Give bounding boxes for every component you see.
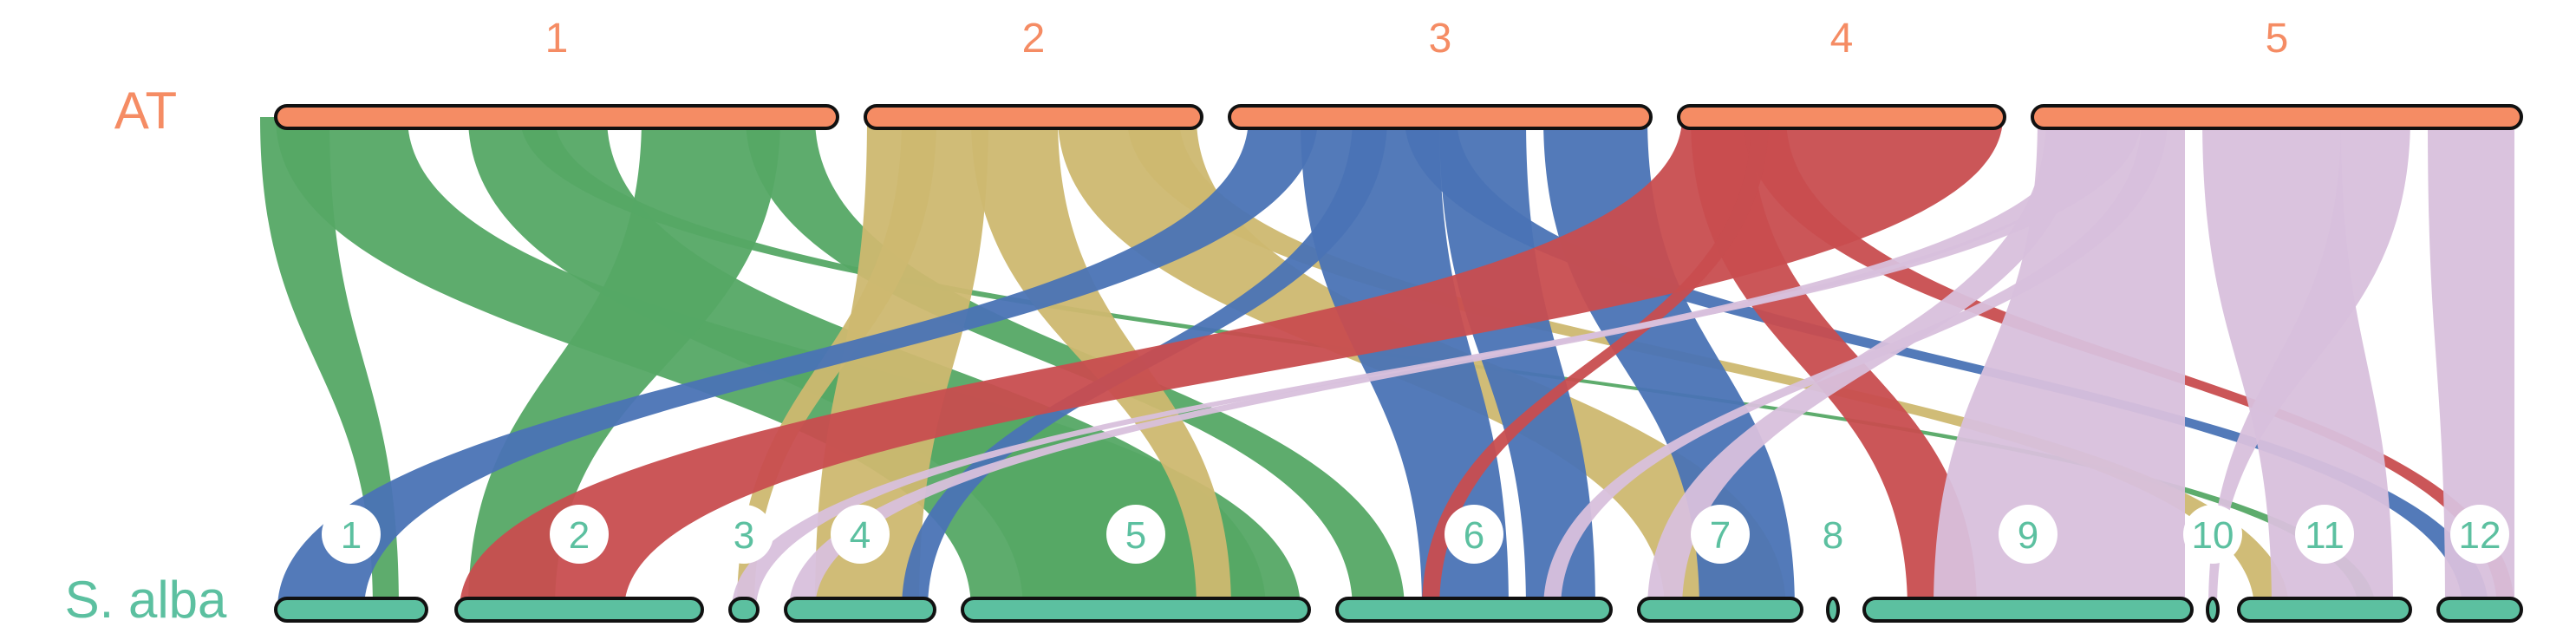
bottom-chromosome-2 (454, 597, 704, 623)
bottom-chromosome-label: 8 (1823, 514, 1843, 557)
bottom-chromosome-badge (2295, 505, 2354, 564)
bottom-chromosome-label: 1 (341, 514, 362, 557)
synteny-ribbon (277, 117, 1318, 610)
synteny-ribbon (1405, 117, 2488, 610)
synteny-ribbon (468, 117, 780, 610)
top-chromosome-label: 1 (545, 16, 569, 62)
synteny-ribbon (1422, 117, 1769, 610)
synteny-ribbon (815, 117, 988, 610)
bottom-chromosome-9 (1862, 597, 2194, 623)
top-chromosome-label: 3 (1429, 16, 1452, 62)
synteny-ribbon (789, 117, 2116, 610)
bottom-chromosome-badge (1803, 505, 1862, 564)
top-chromosome-labels: 1 2 3 4 5 (545, 16, 2289, 62)
synteny-ribbon (1301, 117, 1509, 610)
top-chromosome-label: 4 (1830, 16, 1854, 62)
bottom-chromosome-6 (1335, 597, 1613, 623)
top-chromosome-3 (1228, 104, 1653, 130)
bottom-chromosome-badge (714, 505, 773, 564)
bottom-chromosome-badge (2450, 505, 2509, 564)
bottom-chromosome-12 (2436, 597, 2523, 623)
synteny-ribbon (460, 117, 2003, 610)
bottom-chromosome-badge (322, 505, 381, 564)
top-chromosome-1 (274, 104, 839, 130)
bottom-genome-label: S. alba (65, 571, 227, 629)
bottom-chromosome-badge (550, 505, 609, 564)
top-genome-label: AT (114, 82, 177, 140)
bottom-chromosome-label: 11 (2305, 514, 2344, 557)
bottom-chromosome-label: 6 (1464, 514, 1484, 557)
bottom-chromosome-1 (274, 597, 428, 623)
bottom-chromosome-label: 5 (1125, 514, 1146, 557)
bottom-chromosome-label: 3 (734, 514, 754, 557)
top-chromosome-2 (864, 104, 1203, 130)
bottom-chromosome-badge (831, 505, 890, 564)
bottom-chromosome-badge (2183, 505, 2242, 564)
bottom-chromosome-10 (2206, 597, 2220, 623)
bottom-chromosome-label: 2 (569, 514, 590, 557)
bottom-chromosome-4 (784, 597, 936, 623)
bottom-chromosome-label: 7 (1710, 514, 1731, 557)
top-genome-chromosomes (274, 104, 2523, 130)
bottom-chromosome-3 (728, 597, 760, 623)
bottom-chromosome-badge (1106, 505, 1165, 564)
synteny-ribbons (260, 117, 2514, 610)
synteny-ribbon (732, 117, 2142, 610)
bottom-chromosome-11 (2237, 597, 2412, 623)
top-chromosome-4 (1677, 104, 2006, 130)
bottom-chromosome-label: 12 (2459, 514, 2501, 557)
bottom-chromosome-label: 9 (2018, 514, 2038, 557)
bottom-chromosome-badge (1691, 505, 1750, 564)
synteny-ribbon (2428, 117, 2514, 610)
top-chromosome-5 (2031, 104, 2523, 130)
bottom-chromosome-label: 4 (850, 514, 871, 557)
bottom-genome-chromosomes (274, 597, 2523, 623)
synteny-ribbon (1439, 117, 1595, 610)
synteny-ribbon (1543, 117, 2168, 610)
bottom-chromosome-5 (961, 597, 1311, 623)
top-chromosome-label: 2 (1022, 16, 1046, 62)
synteny-ribbon (2208, 117, 2410, 610)
synteny-ribbon (1934, 117, 2185, 610)
synteny-ribbon (260, 117, 399, 610)
bottom-chromosome-badge (1999, 505, 2058, 564)
bottom-chromosome-8 (1826, 597, 1840, 623)
top-chromosome-label: 5 (2266, 16, 2289, 62)
synteny-ribbon (1691, 117, 1977, 610)
bottom-chromosome-7 (1637, 597, 1803, 623)
bottom-chromosome-badge (1445, 505, 1503, 564)
bottom-chromosome-label: 10 (2192, 514, 2234, 557)
